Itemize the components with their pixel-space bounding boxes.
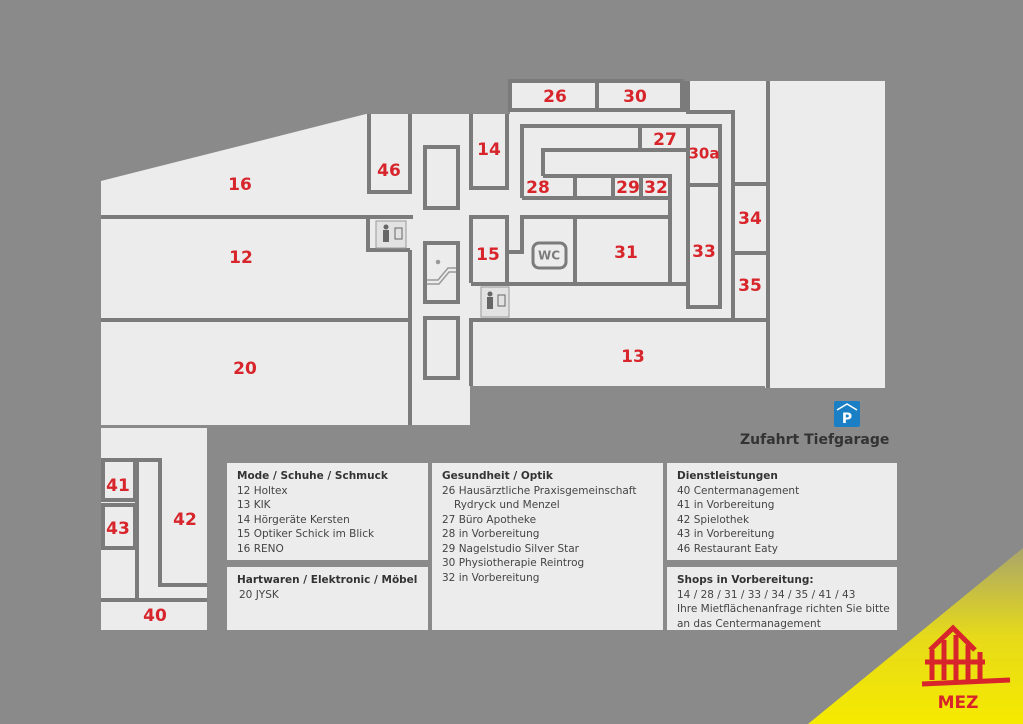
legend-item: 27 Büro Apotheke (442, 513, 537, 526)
unit-42[interactable]: 42 (173, 510, 197, 530)
unit-12[interactable]: 12 (229, 248, 253, 268)
legend-item: Rydryck und Menzel (454, 499, 560, 511)
unit-labels: 16 12 20 46 14 15 26 30 27 30a 28 29 32 … (106, 87, 762, 626)
legend-mode: Mode / Schuhe / Schmuck 12 Holtex 13 KIK… (227, 463, 428, 560)
legend-item: 30 Physiotherapie Reintrog (442, 557, 585, 569)
svg-text:WC: WC (538, 249, 560, 263)
elevator-icon (480, 286, 510, 318)
unit-26[interactable]: 26 (543, 87, 567, 107)
legend-title: Shops in Vorbereitung: (677, 574, 814, 586)
legend-item: 26 Hausärztliche Praxisgemeinschaft (442, 484, 637, 497)
unit-16[interactable]: 16 (228, 175, 252, 195)
mez-logo: MEZ (921, 624, 1011, 713)
walls (101, 79, 770, 602)
legend-item: 16 RENO (237, 542, 284, 555)
unit-33[interactable]: 33 (692, 242, 716, 262)
parking-caption: Zufahrt Tiefgarage (740, 432, 890, 448)
unit-30a[interactable]: 30a (689, 145, 720, 163)
parking-icon: P (834, 401, 860, 427)
unit-40[interactable]: 40 (143, 606, 167, 626)
legend-item: 40 Centermanagement (677, 484, 800, 497)
legend-gesundheit: Gesundheit / Optik 26 Hausärztliche Prax… (432, 463, 663, 630)
unit-30[interactable]: 30 (623, 87, 647, 107)
legend-item: 29 Nagelstudio Silver Star (442, 542, 579, 555)
unit-32[interactable]: 32 (644, 178, 668, 198)
legend-item: 43 in Vorbereitung (677, 528, 775, 540)
legend-shops: Shops in Vorbereitung: 14 / 28 / 31 / 33… (667, 567, 897, 630)
legend-item: 32 in Vorbereitung (442, 571, 540, 584)
legend-item: 42 Spielothek (677, 513, 750, 526)
unit-28[interactable]: 28 (526, 178, 550, 198)
unit-13[interactable]: 13 (621, 347, 645, 367)
unit-35[interactable]: 35 (738, 276, 762, 296)
legend-item: 12 Holtex (237, 484, 288, 497)
svg-text:MEZ: MEZ (938, 693, 979, 713)
legend-item: an das Centermanagement (677, 617, 821, 630)
legend-item: Ihre Mietflächenanfrage richten Sie bitt… (677, 603, 890, 615)
unit-29[interactable]: 29 (616, 178, 640, 198)
unit-41[interactable]: 41 (106, 476, 130, 496)
escalator-icon (427, 259, 456, 285)
legend-item: 28 in Vorbereitung (442, 528, 540, 540)
unit-14[interactable]: 14 (477, 140, 501, 160)
legend-title: Mode / Schuhe / Schmuck (237, 470, 388, 482)
unit-15[interactable]: 15 (476, 245, 500, 265)
unit-46[interactable]: 46 (377, 161, 401, 181)
legend-item: 41 in Vorbereitung (677, 499, 775, 511)
legend-title: Dienstleistungen (677, 470, 778, 482)
legend-item: 20 JYSK (239, 588, 279, 601)
legend-item: 14 / 28 / 31 / 33 / 34 / 35 / 41 / 43 (677, 588, 856, 601)
unit-20[interactable]: 20 (233, 359, 257, 379)
unit-27[interactable]: 27 (653, 130, 677, 150)
legend-item: 15 Optiker Schick im Blick (237, 528, 375, 540)
legend-item: 46 Restaurant Eaty (677, 542, 778, 555)
elevator-icon (375, 220, 407, 249)
legend-title: Hartwaren / Elektronic / Möbel (237, 574, 418, 586)
legend-item: 13 KIK (237, 499, 271, 511)
legend-item: 14 Hörgeräte Kersten (237, 513, 350, 526)
legend-hartwaren: Hartwaren / Elektronic / Möbel 20 JYSK (227, 567, 428, 630)
unit-43[interactable]: 43 (106, 519, 130, 539)
legend-dienstleistungen: Dienstleistungen 40 Centermanagement 41 … (667, 463, 897, 560)
legend-title: Gesundheit / Optik (442, 470, 553, 482)
unit-34[interactable]: 34 (738, 209, 762, 229)
unit-31[interactable]: 31 (614, 243, 638, 263)
wc-icon: WC (531, 241, 568, 270)
svg-text:P: P (842, 411, 852, 427)
